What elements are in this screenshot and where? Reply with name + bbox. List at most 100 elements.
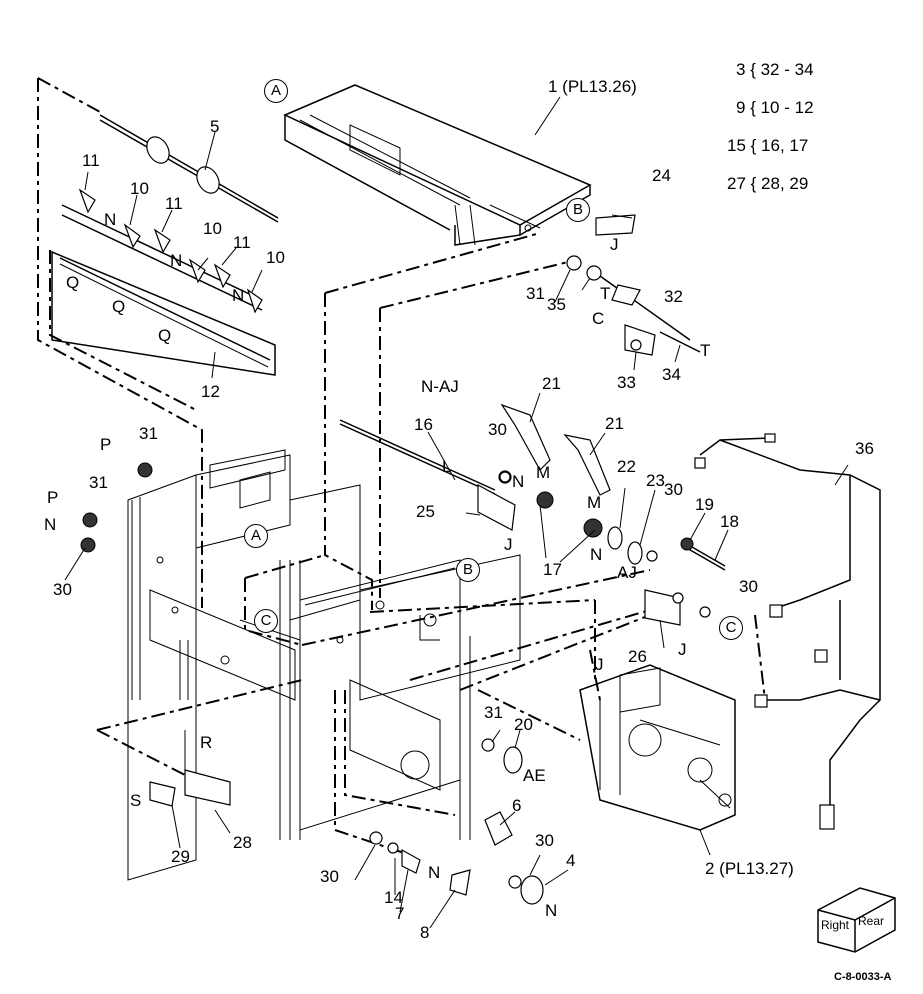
group-sub-range: 16, 17	[761, 136, 809, 155]
small-parts	[80, 462, 544, 905]
part-label-21: 21	[605, 414, 624, 433]
part-label-30: 30	[535, 831, 554, 850]
ref-letter-p: P	[100, 435, 112, 454]
part-label-17: 17	[543, 560, 562, 579]
ref-letter-n: N	[512, 472, 525, 491]
shaft-12	[51, 250, 276, 376]
ref-letter-c: C	[592, 309, 605, 328]
part-label-31: 31	[526, 284, 545, 303]
ref-letter-m: M	[587, 493, 602, 512]
ref-letter-naj: N-AJ	[421, 377, 459, 396]
cube-face-right: Right	[821, 918, 850, 932]
ref-letter-s: S	[130, 791, 142, 810]
callout-c: C	[254, 609, 278, 633]
ref-letter-m: M	[536, 463, 551, 482]
part-label-31: 31	[484, 703, 503, 722]
ref-letter-p: P	[47, 488, 59, 507]
part-label-30: 30	[320, 867, 339, 886]
part-label-26: 26	[628, 647, 647, 666]
document-id: C-8-0033-A	[834, 971, 892, 983]
part-label-11: 11	[82, 151, 100, 170]
part-label-30: 30	[488, 420, 507, 439]
component-1-box	[283, 84, 592, 246]
ref-letter-ae: AE	[523, 766, 546, 785]
cube-face-rear: Rear	[858, 914, 885, 928]
part-label-30: 30	[664, 480, 683, 499]
part-label-31: 31	[89, 473, 108, 492]
label-leaders	[64, 96, 849, 929]
part-label-28: 28	[233, 833, 252, 852]
part-label-24: 24	[652, 166, 671, 185]
part-label-25: 25	[416, 502, 435, 521]
shaft-5	[99, 114, 279, 223]
ref-letter-n: N	[170, 251, 183, 270]
part-label-32: 32	[664, 287, 683, 306]
part-label-20: 20	[514, 715, 533, 734]
part-label-22: 22	[617, 457, 636, 476]
ref-letter-n: N	[232, 286, 245, 305]
group-ref-4: 27 { 28, 29	[727, 174, 809, 193]
lever-assembly	[566, 214, 701, 356]
part-label-2: 2 (PL13.27)	[705, 859, 794, 878]
part-label-35: 35	[547, 295, 566, 314]
part-label-10: 10	[130, 179, 149, 198]
part-label-34: 34	[662, 365, 681, 384]
ref-letter-n: N	[104, 210, 117, 229]
part-label-10: 10	[266, 248, 285, 267]
group-sub-range: 32 - 34	[760, 60, 814, 79]
part-label-23: 23	[646, 471, 665, 490]
ref-letter-r: R	[200, 733, 213, 752]
part-label-31: 31	[139, 424, 158, 443]
ref-letter-n: N	[545, 901, 558, 920]
callout-c: C	[719, 616, 743, 640]
ref-letter-q: Q	[66, 273, 80, 292]
orientation-cube	[817, 887, 896, 953]
ref-letter-n: N	[44, 515, 57, 534]
group-part-number: 27	[727, 174, 746, 193]
ref-letter-j: J	[504, 535, 513, 554]
ref-letter-j: J	[595, 655, 604, 674]
part-label-14: 14	[384, 888, 403, 907]
part-label-8: 8	[420, 923, 430, 942]
part-label-1: 1 (PL13.26)	[548, 77, 637, 96]
group-part-number: 9	[736, 98, 746, 117]
ref-letter-t: T	[700, 341, 711, 360]
part-label-36: 36	[855, 439, 874, 458]
group-part-number: 3	[736, 60, 746, 79]
ref-letter-n: N	[590, 545, 603, 564]
part-label-29: 29	[171, 847, 190, 866]
part-label-4: 4	[566, 851, 576, 870]
group-sub-range: 10 - 12	[760, 98, 814, 117]
drive-parts	[339, 403, 726, 626]
callout-b: B	[456, 558, 480, 582]
part-label-6: 6	[512, 796, 522, 815]
part-label-11: 11	[165, 194, 183, 213]
switch-bracket	[149, 730, 231, 807]
leader-lines	[37, 77, 766, 856]
part-label-33: 33	[617, 373, 636, 392]
part-label-7: 7	[395, 904, 405, 923]
part-label-10: 10	[203, 219, 222, 238]
ref-letter-aj: AJ	[617, 563, 637, 582]
ref-letter-j: J	[678, 640, 687, 659]
main-frame	[127, 449, 521, 881]
ref-letter-q: Q	[158, 326, 172, 345]
ref-letter-n: N	[428, 863, 441, 882]
part-label-12: 12	[201, 382, 220, 401]
part-label-5: 5	[210, 117, 220, 136]
part-label-21: 21	[542, 374, 561, 393]
assembly-2	[579, 664, 736, 831]
spring-rail	[61, 188, 263, 314]
part-label-16: 16	[414, 415, 433, 434]
callout-a: A	[264, 79, 288, 103]
ref-letter-t: T	[600, 284, 611, 303]
part-label-30: 30	[53, 580, 72, 599]
part-label-19: 19	[695, 495, 714, 514]
group-ref-2: 9 { 10 - 12	[736, 98, 814, 117]
part-label-30: 30	[739, 577, 758, 596]
part-label-18: 18	[720, 512, 739, 531]
part-label-11: 11	[233, 233, 251, 252]
harness-36	[694, 433, 881, 830]
callout-a: A	[244, 524, 268, 548]
